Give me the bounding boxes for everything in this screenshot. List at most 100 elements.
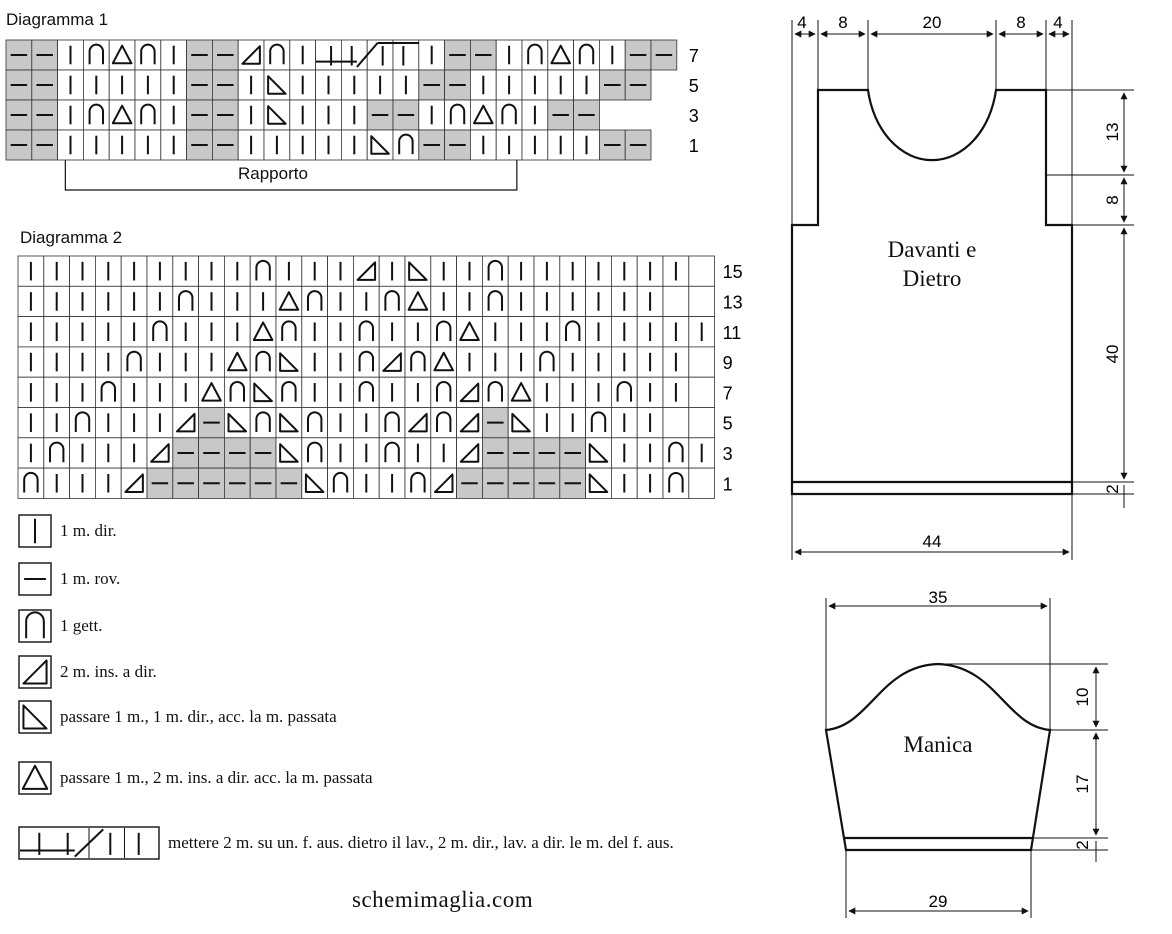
diagram2-cell <box>688 407 715 439</box>
diagram1-cell <box>315 39 342 71</box>
diagram2-symbol <box>384 441 400 463</box>
diagram2-symbol <box>150 443 170 463</box>
diagram2-symbol <box>48 441 65 463</box>
diagram2-symbol <box>487 290 504 311</box>
diagram1-cell <box>83 69 110 101</box>
footer-site: schemimaglia.com <box>352 887 534 912</box>
diagram1-cell <box>315 129 342 161</box>
diagram2-cell <box>17 467 45 499</box>
diagram2-symbol <box>255 350 271 372</box>
cable-icon <box>18 826 160 860</box>
diagram1-cell <box>547 39 574 71</box>
diagram2-symbol <box>433 473 454 494</box>
sleeve-right-dim-1: 10 <box>1073 688 1092 707</box>
diagram2-symbol <box>487 381 504 402</box>
legend-item-ssk: passare 1 m., 1 m. dir., acc. la m. pass… <box>18 697 337 737</box>
diagram2-symbol <box>511 412 531 433</box>
diagram2-symbol <box>124 473 144 494</box>
body-top-dim-4: 8 <box>1016 13 1025 32</box>
diagram2-symbol <box>459 443 480 463</box>
sleeve-bottom-dim: 29 <box>929 892 948 911</box>
diagram2-symbol <box>253 382 273 403</box>
legend-item-knit: 1 m. dir. <box>18 511 117 551</box>
diagram1-cell <box>469 99 497 131</box>
diagram2-row-number: 1 <box>723 474 733 494</box>
diagram1-cell <box>392 39 420 71</box>
diagram2-cell <box>69 316 96 348</box>
diagram2-symbol <box>74 411 91 432</box>
body-top-dim-2: 8 <box>838 13 847 32</box>
legend-text: 1 m. rov. <box>60 569 121 588</box>
sleeve-label: Manica <box>903 732 973 757</box>
legend-item-purl: 1 m. rov. <box>18 559 120 599</box>
diagram2-symbol <box>590 411 607 432</box>
sleeve-right-dim-2: 17 <box>1073 775 1092 794</box>
diagram2-cell <box>404 285 432 317</box>
diagram2-symbol <box>510 382 532 402</box>
diagram2-symbol <box>356 261 377 281</box>
diagram2-symbol <box>126 350 142 372</box>
diagram1-symbol <box>473 104 494 125</box>
diagram1-symbol <box>267 105 287 125</box>
yarn-over-icon <box>18 609 52 643</box>
legend-text: passare 1 m., 1 m. dir., acc. la m. pass… <box>60 707 337 726</box>
diagram2-cell <box>95 407 122 439</box>
diagram2-symbol <box>306 290 323 311</box>
diagram2-row-number: 15 <box>723 262 743 282</box>
diagram2-symbol <box>306 441 323 463</box>
diagram1-cell <box>366 39 394 71</box>
sk2p-icon <box>18 761 52 795</box>
diagram2-symbol <box>281 381 297 402</box>
diagram2-symbol <box>410 471 426 493</box>
diagram2-symbol <box>382 352 402 372</box>
diagram1-symbol <box>527 43 543 65</box>
diagram1-symbol <box>501 103 517 125</box>
diagram1-cell <box>263 39 291 71</box>
diagram2-symbol <box>407 291 429 311</box>
diagram2-cell <box>198 376 225 408</box>
diagram2-symbol <box>539 350 555 372</box>
diagram2-symbol <box>229 381 246 402</box>
diagram2-symbol <box>588 443 609 463</box>
diagram2-symbol <box>410 350 426 372</box>
diagram2-row-number: 9 <box>723 353 733 373</box>
diagram2-cell <box>688 346 715 378</box>
diagram2-cell <box>172 316 200 348</box>
legend-text: 1 gett. <box>60 616 103 635</box>
diagram2-symbol <box>227 412 248 433</box>
diagram2-cell <box>507 376 535 408</box>
diagram2-row-number: 3 <box>723 444 733 464</box>
diagram2-symbol <box>252 321 274 342</box>
diagram1-symbol <box>140 43 156 65</box>
diagram2-cell <box>275 285 303 317</box>
legend-text: mettere 2 m. su un. f. aus. dietro il la… <box>168 833 674 852</box>
diagram1-symbol <box>111 44 133 65</box>
diagram2-symbol <box>668 471 684 493</box>
diagram2-symbol <box>332 471 349 493</box>
diagram2-symbol <box>588 473 609 494</box>
diagram2-symbol <box>616 381 633 402</box>
diagram2-symbol <box>177 290 194 311</box>
diagram1-symbol <box>140 103 156 125</box>
legend-item-k2tog: 2 m. ins. a dir. <box>18 652 157 692</box>
diagram1-row-number: 1 <box>689 136 699 156</box>
legend-text: 1 m. dir. <box>60 521 117 540</box>
diagram1-row-number: 7 <box>689 46 699 66</box>
diagram1-repeat-label: Rapporto <box>238 164 308 183</box>
diagram1-repeat-bracket <box>64 160 518 191</box>
body-top-dim-3: 20 <box>923 13 942 32</box>
diagram2-cell <box>688 467 715 499</box>
purl-icon <box>18 562 52 596</box>
diagram2-symbol <box>279 352 299 372</box>
body-right-dim-3: 40 <box>1103 345 1122 364</box>
sleeve-right-dim-3: 2 <box>1073 840 1092 849</box>
diagram1-symbol <box>578 43 595 65</box>
diagram2-cell <box>249 316 277 348</box>
body-label-line1: Davanti e <box>887 237 977 262</box>
diagram2-symbol <box>435 411 452 432</box>
diagram2-symbol <box>152 320 168 342</box>
diagram2-symbol <box>384 411 400 432</box>
diagram2-symbol <box>201 382 222 402</box>
diagram2-symbol <box>433 351 454 372</box>
